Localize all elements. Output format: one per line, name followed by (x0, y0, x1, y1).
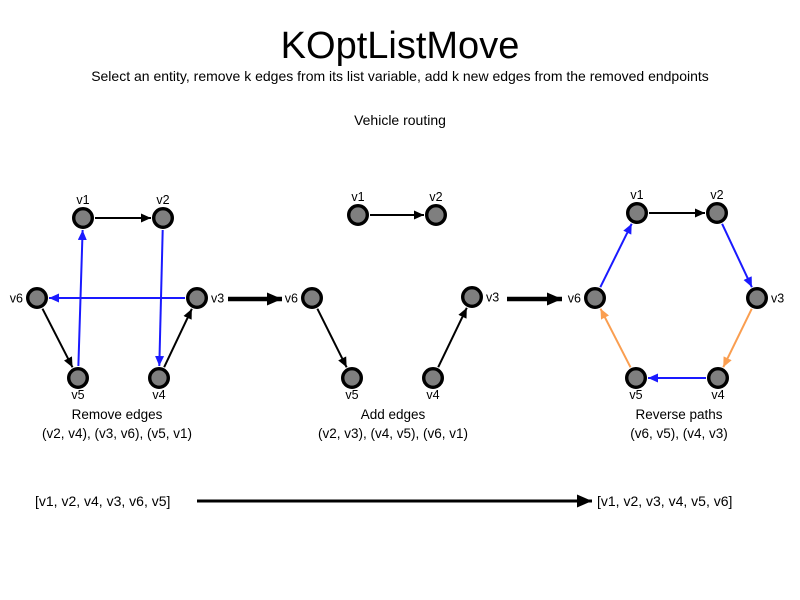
graph-node-remove-edges-v2 (151, 206, 174, 229)
graph-node-label-reverse-paths-v6: v6 (568, 292, 581, 306)
page-subtitle: Select an entity, remove k edges from it… (91, 68, 709, 84)
graph-node-label-reverse-paths-v4: v4 (711, 388, 724, 402)
graph-edge-remove-edges-v5-v1 (77, 229, 87, 367)
graph-edge-reverse-paths-v3-v4 (722, 308, 753, 368)
graph-node-label-add-edges-v6: v6 (285, 292, 298, 306)
caption-remove-edges-detail: (v2, v4), (v3, v6), (v5, v1) (41, 426, 193, 441)
section-label: Vehicle routing (354, 112, 446, 128)
graph-node-add-edges-v3 (461, 286, 484, 309)
graph-node-remove-edges-v6 (26, 287, 49, 310)
graph-node-add-edges-v1 (347, 203, 370, 226)
graph-node-label-remove-edges-v1: v1 (76, 193, 89, 207)
graph-node-label-add-edges-v2: v2 (429, 190, 442, 204)
route-list-before: [v1, v2, v4, v3, v6, v5] (35, 493, 171, 509)
graph-node-add-edges-v2 (425, 203, 448, 226)
graph-node-remove-edges-v1 (71, 206, 94, 229)
graph-node-label-reverse-paths-v1: v1 (630, 188, 643, 202)
caption-remove-edges: Remove edges (v2, v4), (v3, v6), (v5, v1… (42, 405, 192, 443)
graph-edge-add-edges-v4-v3 (437, 307, 468, 368)
graph-node-reverse-paths-v2 (706, 201, 729, 224)
graph-node-remove-edges-v4 (147, 367, 170, 390)
graph-node-label-remove-edges-v2: v2 (156, 193, 169, 207)
caption-remove-edges-title: Remove edges (71, 407, 163, 422)
page-title: KOptListMove (280, 25, 520, 67)
graph-edge-add-edges-v6-v5 (316, 308, 348, 368)
graph-node-label-reverse-paths-v5: v5 (629, 388, 642, 402)
graph-node-label-add-edges-v3: v3 (486, 291, 499, 305)
graph-node-label-add-edges-v4: v4 (426, 388, 439, 402)
graph-node-add-edges-v4 (422, 367, 445, 390)
graph-node-label-reverse-paths-v2: v2 (710, 188, 723, 202)
graph-node-add-edges-v6 (301, 287, 324, 310)
graph-node-remove-edges-v5 (66, 367, 89, 390)
caption-add-edges-title: Add edges (360, 407, 426, 422)
graph-edge-reverse-paths-v2-v3 (721, 223, 753, 288)
graph-node-label-add-edges-v5: v5 (345, 388, 358, 402)
graph-node-label-reverse-paths-v3: v3 (771, 292, 784, 306)
graph-node-label-remove-edges-v6: v6 (10, 292, 23, 306)
graph-node-reverse-paths-v4 (707, 367, 730, 390)
route-list-after: [v1, v2, v3, v4, v5, v6] (597, 493, 733, 509)
graph-node-label-remove-edges-v3: v3 (211, 292, 224, 306)
caption-add-edges: Add edges (v2, v3), (v4, v5), (v6, v1) (318, 405, 468, 443)
graph-edge-remove-edges-v6-v5 (41, 308, 74, 368)
graph-node-reverse-paths-v1 (626, 201, 649, 224)
graph-node-label-remove-edges-v4: v4 (152, 388, 165, 402)
graph-node-reverse-paths-v3 (746, 287, 769, 310)
graph-node-reverse-paths-v5 (625, 367, 648, 390)
graph-node-add-edges-v5 (341, 367, 364, 390)
graph-node-reverse-paths-v6 (584, 287, 607, 310)
caption-reverse-paths: Reverse paths (v6, v5), (v4, v3) (630, 405, 728, 443)
graph-edge-reverse-paths-v5-v6 (599, 308, 632, 368)
graph-node-label-add-edges-v1: v1 (351, 190, 364, 204)
graph-node-remove-edges-v3 (185, 287, 208, 310)
caption-reverse-paths-detail: (v6, v5), (v4, v3) (630, 426, 728, 441)
graph-edge-reverse-paths-v6-v1 (599, 223, 633, 288)
graph-edge-remove-edges-v4-v3 (163, 308, 193, 368)
caption-add-edges-detail: (v2, v3), (v4, v5), (v6, v1) (317, 426, 469, 441)
graph-node-label-remove-edges-v5: v5 (71, 388, 84, 402)
caption-reverse-paths-title: Reverse paths (635, 407, 723, 422)
